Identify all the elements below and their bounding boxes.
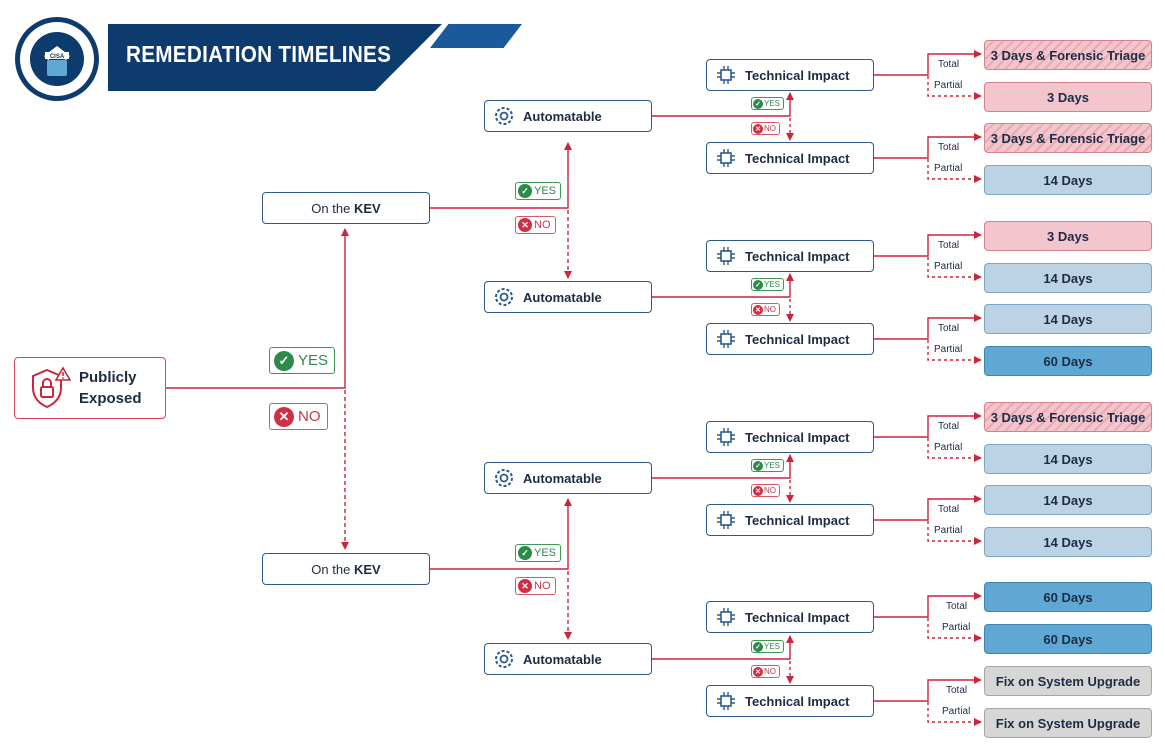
chip-icon <box>715 147 737 169</box>
outcome-box: 60 Days <box>984 346 1152 376</box>
partial-label: Partial <box>934 525 963 536</box>
yes-badge: ✓YES <box>751 97 785 110</box>
yes-badge: ✓YES <box>751 278 785 291</box>
on-the-kev-node: On the KEV <box>262 553 430 585</box>
check-icon: ✓ <box>518 184 532 198</box>
outcome-box: 14 Days <box>984 304 1152 334</box>
x-icon: ✕ <box>753 304 763 315</box>
total-label: Total <box>946 685 968 696</box>
gear-icon <box>493 105 515 127</box>
automatable-node: Automatable <box>484 643 652 675</box>
outcome-box: 14 Days <box>984 485 1152 515</box>
svg-text:CISA: CISA <box>50 54 65 60</box>
x-icon: ✕ <box>753 485 763 496</box>
outcome-box: 14 Days <box>984 165 1152 195</box>
technical-impact-node: Technical Impact <box>706 59 874 91</box>
x-icon: ✕ <box>274 406 294 427</box>
automatable-node: Automatable <box>484 100 652 132</box>
automatable-node: Automatable <box>484 462 652 494</box>
gear-icon <box>493 467 515 489</box>
total-label: Total <box>938 142 960 153</box>
x-icon: ✕ <box>518 579 532 593</box>
yes-badge: ✓YES <box>515 544 562 562</box>
technical-impact-node: Technical Impact <box>706 601 874 633</box>
x-icon: ✕ <box>753 123 763 134</box>
check-icon: ✓ <box>753 460 763 471</box>
technical-impact-node: Technical Impact <box>706 142 874 174</box>
check-icon: ✓ <box>753 279 763 290</box>
total-label: Total <box>938 323 960 334</box>
technical-impact-node: Technical Impact <box>706 421 874 453</box>
no-badge: ✕NO <box>515 216 556 234</box>
outcome-box: 3 Days <box>984 82 1152 112</box>
chip-icon <box>715 690 737 712</box>
chip-icon <box>715 245 737 267</box>
yes-badge: ✓YES <box>515 182 562 200</box>
no-badge: ✕NO <box>751 484 780 497</box>
chip-icon <box>715 64 737 86</box>
partial-label: Partial <box>934 261 963 272</box>
yes-badge: ✓YES <box>751 640 785 653</box>
check-icon: ✓ <box>274 350 294 371</box>
partial-label: Partial <box>934 163 963 174</box>
partial-label: Partial <box>934 442 963 453</box>
check-icon: ✓ <box>518 546 532 560</box>
check-icon: ✓ <box>753 98 763 109</box>
partial-label: Partial <box>942 622 971 633</box>
page-title: REMEDIATION TIMELINES <box>126 41 392 67</box>
no-badge: ✕NO <box>751 122 780 135</box>
outcome-box: 3 Days & Forensic Triage <box>984 40 1152 70</box>
on-the-kev-node: On the KEV <box>262 192 430 224</box>
gear-icon <box>493 648 515 670</box>
chip-icon <box>715 509 737 531</box>
lock-warning-icon <box>25 364 73 412</box>
automatable-node: Automatable <box>484 281 652 313</box>
partial-label: Partial <box>934 344 963 355</box>
x-icon: ✕ <box>753 666 763 677</box>
outcome-box: 60 Days <box>984 582 1152 612</box>
total-label: Total <box>938 421 960 432</box>
gear-icon <box>493 286 515 308</box>
total-label: Total <box>938 504 960 515</box>
technical-impact-node: Technical Impact <box>706 504 874 536</box>
technical-impact-node: Technical Impact <box>706 240 874 272</box>
no-badge: ✕NO <box>751 303 780 316</box>
yes-badge: ✓YES <box>751 459 785 472</box>
outcome-box: Fix on System Upgrade <box>984 708 1152 738</box>
banner-accent-stripe <box>430 24 522 48</box>
outcome-box: 14 Days <box>984 263 1152 293</box>
chip-icon <box>715 426 737 448</box>
outcome-box: Fix on System Upgrade <box>984 666 1152 696</box>
outcome-box: 14 Days <box>984 527 1152 557</box>
no-badge: ✕NO <box>751 665 780 678</box>
total-label: Total <box>938 59 960 70</box>
outcome-box: 3 Days & Forensic Triage <box>984 123 1152 153</box>
no-badge: ✕NO <box>269 403 328 430</box>
partial-label: Partial <box>942 706 971 717</box>
technical-impact-node: Technical Impact <box>706 323 874 355</box>
check-icon: ✓ <box>753 641 763 652</box>
yes-badge: ✓YES <box>269 347 336 374</box>
technical-impact-node: Technical Impact <box>706 685 874 717</box>
outcome-box: 3 Days <box>984 221 1152 251</box>
outcome-box: 3 Days & Forensic Triage <box>984 402 1152 432</box>
outcome-box: 14 Days <box>984 444 1152 474</box>
chip-icon <box>715 606 737 628</box>
total-label: Total <box>938 240 960 251</box>
total-label: Total <box>946 601 968 612</box>
chip-icon <box>715 328 737 350</box>
partial-label: Partial <box>934 80 963 91</box>
no-badge: ✕NO <box>515 577 556 595</box>
outcome-box: 60 Days <box>984 624 1152 654</box>
x-icon: ✕ <box>518 218 532 232</box>
cisa-seal-logo: CISA <box>15 17 99 101</box>
